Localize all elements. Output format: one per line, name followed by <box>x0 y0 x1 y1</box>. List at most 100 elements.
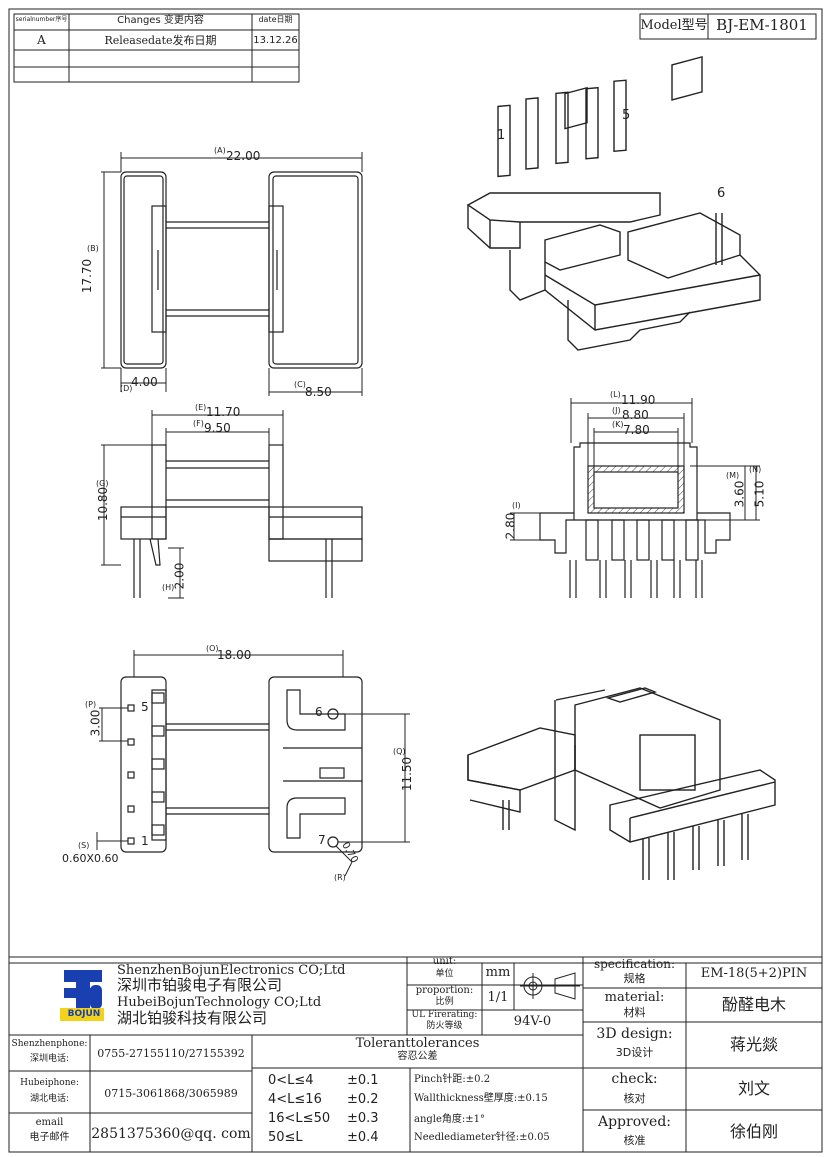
contact-sz-value: 0755-27155110/27155392 <box>97 1047 245 1060</box>
dim-j-value: 8.80 <box>622 408 649 422</box>
projection-symbol-icon <box>520 972 580 1000</box>
logo-text: BOJUN <box>67 1009 101 1019</box>
dim-c-value: 8.50 <box>305 385 332 399</box>
dim-g-label: (G) <box>96 479 109 488</box>
company-name-cn-2: 湖北铂骏科技有限公司 <box>117 1009 268 1027</box>
material-value: 酚醛电木 <box>721 995 786 1014</box>
approved-label-cn: 核准 <box>623 1134 646 1147</box>
rev-cell-date: 13.12.26 <box>253 35 298 46</box>
dim-p-label: (P) <box>85 700 97 709</box>
top-view <box>120 171 363 369</box>
contact-hb-label-cn: 湖北电话: <box>29 1094 70 1104</box>
proportion-label-cn: 比例 <box>435 997 454 1007</box>
dim-h-value: 2.00 <box>172 562 187 590</box>
company-name-en-1: ShenzhenBojunElectronics CO;Ltd <box>117 963 346 978</box>
pin-5-label: 5 <box>141 700 149 714</box>
dim-h-label: (H) <box>162 583 175 592</box>
dim-n-label: (N) <box>749 465 762 474</box>
dim-k-label: (K) <box>612 420 624 429</box>
dim-b-label: (B) <box>87 244 99 253</box>
rev-cell-serial: A <box>37 33 46 47</box>
front-view <box>539 442 731 598</box>
pin-7-label: 7 <box>318 833 326 847</box>
tol-value-3: ±0.3 <box>347 1111 379 1126</box>
contact-email-value: 2851375360@qq. com <box>91 1126 251 1142</box>
design-label-cn: 3D设计 <box>615 1046 654 1059</box>
tol-note-pinch: Pinch针距:±0.2 <box>414 1074 491 1085</box>
pin-1-label: 1 <box>141 834 149 848</box>
tol-note-angle: angle角度:±1° <box>414 1114 486 1125</box>
bojun-logo-icon <box>60 970 104 1021</box>
tol-range-4: 50≤L <box>268 1130 303 1145</box>
tol-range-2: 4<L≤16 <box>268 1092 322 1107</box>
approved-label-en: Approved: <box>597 1114 672 1130</box>
pin-6-label: 6 <box>315 705 323 719</box>
spec-label-en: specification: <box>593 957 676 971</box>
dim-c-label: (C) <box>294 380 306 389</box>
spec-label-cn: 规格 <box>623 972 646 985</box>
dim-i-label: (I) <box>512 501 521 510</box>
company-name-en-2: HubeiBojunTechnology CO;Ltd <box>117 995 322 1010</box>
iso-pin-1-label: 1 <box>497 128 506 143</box>
tolerance-title-cn: 容忍公差 <box>397 1051 438 1062</box>
dim-a-label: (A) <box>214 146 226 155</box>
tolerance-title-en: Toleranttolerances <box>355 1036 480 1051</box>
proportion-label-en: proportion: <box>415 985 474 996</box>
dim-d-label: (D) <box>120 384 133 393</box>
dim-n-value: 5.10 <box>752 480 767 508</box>
dim-a-value: 22.00 <box>226 149 261 163</box>
dim-p-value: 3.00 <box>88 709 103 737</box>
dim-r-label: (R) <box>334 873 346 882</box>
contact-hb-label-en: Hubeiphone: <box>20 1078 79 1088</box>
isometric-view-1 <box>466 56 761 351</box>
rev-header-serial: serialnumber序号 <box>15 16 68 23</box>
check-label-cn: 核对 <box>623 1092 646 1105</box>
dim-l-value: 11.90 <box>621 393 656 407</box>
company-name-cn-1: 深圳市铂骏电子有限公司 <box>117 976 283 994</box>
tol-range-3: 16<L≤50 <box>268 1111 331 1126</box>
contact-sz-label-cn: 深圳电话: <box>29 1054 70 1064</box>
dim-s-value: 0.60X0.60 <box>62 852 119 865</box>
material-label-en: material: <box>604 990 665 1005</box>
side-view <box>120 444 363 598</box>
iso-pin-5-label: 5 <box>622 108 631 123</box>
iso-pin-6-label: 6 <box>717 186 726 201</box>
dim-d-value: 4.00 <box>131 375 158 389</box>
dim-l-label: (L) <box>610 390 621 399</box>
unit-label-cn: 单位 <box>435 969 454 979</box>
tol-value-4: ±0.4 <box>347 1130 379 1145</box>
approved-value: 徐伯刚 <box>729 1122 778 1141</box>
dim-e-value: 11.70 <box>206 405 241 419</box>
spec-value: EM-18(5+2)PIN <box>700 966 808 981</box>
rev-header-date: date日期 <box>258 15 293 24</box>
ul-label-cn: 防火等级 <box>426 1021 463 1031</box>
dim-b-value: 17.70 <box>80 258 95 294</box>
ul-label-en: UL Firerating: <box>411 1010 478 1020</box>
design-label-en: 3D design: <box>596 1026 673 1042</box>
model-box <box>639 13 817 40</box>
dim-j-label: (J) <box>612 406 621 415</box>
dim-o-label: (O) <box>206 644 219 653</box>
contact-email-label-cn: 电子邮件 <box>29 1132 70 1143</box>
contact-email-label-en: email <box>35 1117 64 1128</box>
dim-k-value: 7.80 <box>623 423 650 437</box>
dim-f-value: 9.50 <box>204 421 231 435</box>
dim-q-value: 11.50 <box>400 756 415 792</box>
dim-o-value: 18.00 <box>217 648 252 662</box>
revision-table <box>13 13 300 83</box>
tol-value-2: ±0.2 <box>347 1092 379 1107</box>
proportion-value: 1/1 <box>487 990 509 1005</box>
contact-hb-value: 0715-3061868/3065989 <box>104 1087 238 1100</box>
check-label-en: check: <box>611 1071 658 1087</box>
unit-value: mm <box>485 965 511 980</box>
title-block <box>8 956 823 1153</box>
dim-g-value: 10.80 <box>96 486 111 522</box>
design-value: 蒋光燚 <box>729 1035 778 1054</box>
material-label-cn: 材料 <box>623 1006 646 1019</box>
dim-q-label: (Q) <box>393 747 406 756</box>
bottom-view <box>120 676 363 853</box>
check-value: 刘文 <box>737 1079 770 1098</box>
tol-note-wall: Wallthickness壁厚度:±0.15 <box>414 1093 548 1104</box>
dim-f-label: (F) <box>193 419 204 428</box>
